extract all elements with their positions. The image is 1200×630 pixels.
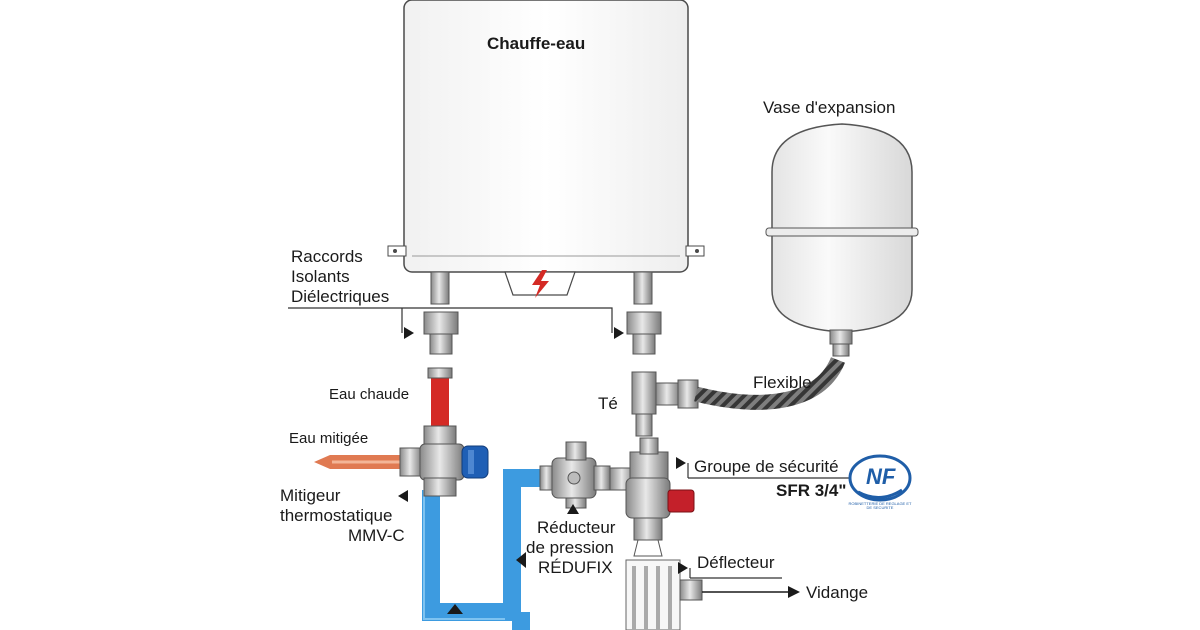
lightning-bolt-icon: [532, 270, 549, 298]
deflector-label: Déflecteur: [697, 553, 775, 572]
triangle-arrow-icon: [676, 457, 686, 469]
thermostatic-mixer: [399, 425, 489, 497]
tee-label: Té: [598, 394, 618, 413]
cold-inlet-stub: [633, 271, 653, 305]
mixer-label-line3: MMV-C: [348, 526, 405, 545]
mixer-label-line1: Mitigeur: [280, 486, 341, 505]
triangle-arrow-icon: [447, 604, 463, 614]
mixer-label-line2: thermostatique: [280, 506, 393, 525]
triangle-arrow-icon: [567, 504, 579, 514]
mixed-water-label: Eau mitigée: [289, 430, 369, 447]
cold-water-pipe: [422, 469, 540, 621]
expansion-vessel-label: Vase d'expansion: [763, 98, 896, 117]
tee-fitting: [631, 371, 699, 437]
safety-model-label: SFR 3/4": [776, 481, 847, 500]
water-heater-label: Chauffe-eau: [487, 34, 586, 53]
dielectric-label-line2: Isolants: [291, 267, 350, 286]
triangle-arrow-icon: [404, 327, 414, 339]
expansion-vessel: [765, 123, 919, 357]
dielectric-fitting-cold: [626, 311, 662, 355]
triangle-arrow-icon: [516, 552, 526, 568]
pressure-reducer: [539, 441, 611, 509]
dielectric-fitting-hot: [423, 311, 459, 355]
nf-logo-subtitle: ROBINETTERIE DE REGLAGE ET DE SECURITE: [848, 501, 912, 511]
safety-group: [609, 437, 695, 557]
drain-label: Vidange: [806, 583, 869, 602]
triangle-arrow-icon: [788, 586, 800, 598]
dielectric-label-line3: Diélectriques: [291, 287, 390, 306]
water-heater: [387, 0, 705, 298]
dielectric-leader-line: [288, 307, 613, 333]
hot-water-label: Eau chaude: [329, 386, 410, 403]
reducer-label-line3: RÉDUFIX: [538, 558, 613, 577]
deflector-funnel: [625, 559, 703, 630]
triangle-arrow-icon: [398, 490, 408, 502]
hot-water-pipe: [431, 375, 449, 430]
nf-logo-text: NF: [866, 464, 896, 489]
triangle-arrow-icon: [614, 327, 624, 339]
triangle-arrow-icon: [678, 562, 688, 574]
nf-certification-logo: [848, 454, 912, 502]
flexible-label: Flexible: [753, 373, 812, 392]
reducer-label-line1: Réducteur: [537, 518, 616, 537]
flexible-hose: [694, 356, 845, 410]
hot-outlet-stub: [430, 271, 450, 305]
safety-group-label: Groupe de sécurité: [694, 457, 839, 476]
reducer-label-line2: de pression: [526, 538, 614, 557]
dielectric-label-line1: Raccords: [291, 247, 363, 266]
